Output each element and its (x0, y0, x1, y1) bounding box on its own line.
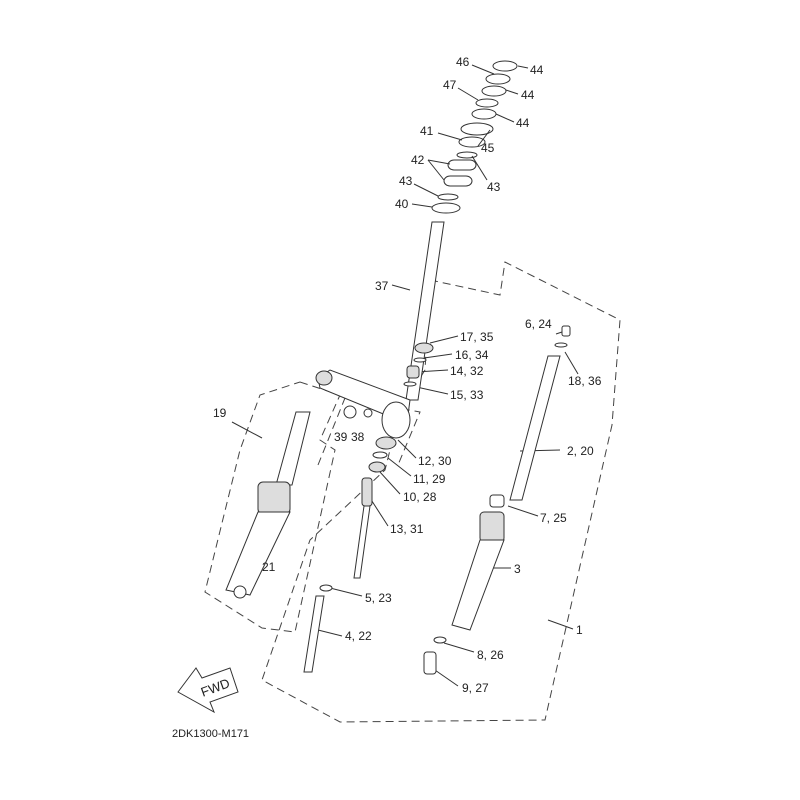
leader-lines (231, 64, 579, 687)
callout-47: 47 (443, 78, 457, 92)
callout-3: 3 (514, 562, 521, 576)
callout-15-33: 15, 33 (450, 388, 484, 402)
steering-stem (315, 221, 445, 439)
callout-42: 42 (411, 153, 425, 167)
right-fork (423, 325, 571, 675)
callout-46: 46 (456, 55, 470, 69)
callout-41: 41 (420, 124, 434, 138)
steering-bearing-stack (431, 60, 518, 214)
callout-6-24: 6, 24 (525, 317, 552, 331)
callout-14-32: 14, 32 (450, 364, 484, 378)
assembly-19-outline (204, 381, 341, 633)
callout-7-25: 7, 25 (540, 511, 567, 525)
callout-38: 38 (351, 430, 365, 444)
callout-5-23: 5, 23 (365, 591, 392, 605)
callout-8-26: 8, 26 (477, 648, 504, 662)
callout-12-30: 12, 30 (418, 454, 452, 468)
part-11 (372, 451, 388, 459)
callout-9-27: 9, 27 (462, 681, 489, 695)
callout-13-31: 13, 31 (390, 522, 424, 536)
callout-39: 39 (334, 430, 348, 444)
callout-labels: 46 44 47 44 44 41 45 42 43 43 40 37 17, … (213, 55, 602, 695)
part-10 (368, 461, 386, 473)
part-15 (403, 381, 417, 387)
callout-37: 37 (375, 279, 389, 293)
callout-17-35: 17, 35 (460, 330, 494, 344)
part-14 (406, 365, 420, 379)
callout-1: 1 (576, 623, 583, 637)
callout-16-34: 16, 34 (455, 348, 489, 362)
callout-19: 19 (213, 406, 227, 420)
callout-2-20: 2, 20 (567, 444, 594, 458)
fwd-arrow-icon: FWD (177, 667, 239, 714)
assembly-1-outline (261, 261, 621, 723)
callout-40: 40 (395, 197, 409, 211)
callout-44: 44 (521, 88, 535, 102)
part-17 (414, 342, 434, 354)
callout-18-36: 18, 36 (568, 374, 602, 388)
callout-43: 43 (487, 180, 501, 194)
callout-45: 45 (481, 141, 495, 155)
callout-43: 43 (399, 174, 413, 188)
callout-44: 44 (516, 116, 530, 130)
callout-11-29: 11, 29 (413, 472, 446, 486)
part-12 (375, 436, 397, 450)
left-fork (225, 411, 311, 599)
callout-44: 44 (530, 63, 544, 77)
callout-10-28: 10, 28 (403, 490, 437, 504)
part-16 (413, 357, 427, 363)
callout-21: 21 (262, 560, 276, 574)
diagram-code: 2DK1300-M171 (172, 728, 249, 740)
damper-rod (303, 477, 373, 673)
callout-4-22: 4, 22 (345, 629, 372, 643)
